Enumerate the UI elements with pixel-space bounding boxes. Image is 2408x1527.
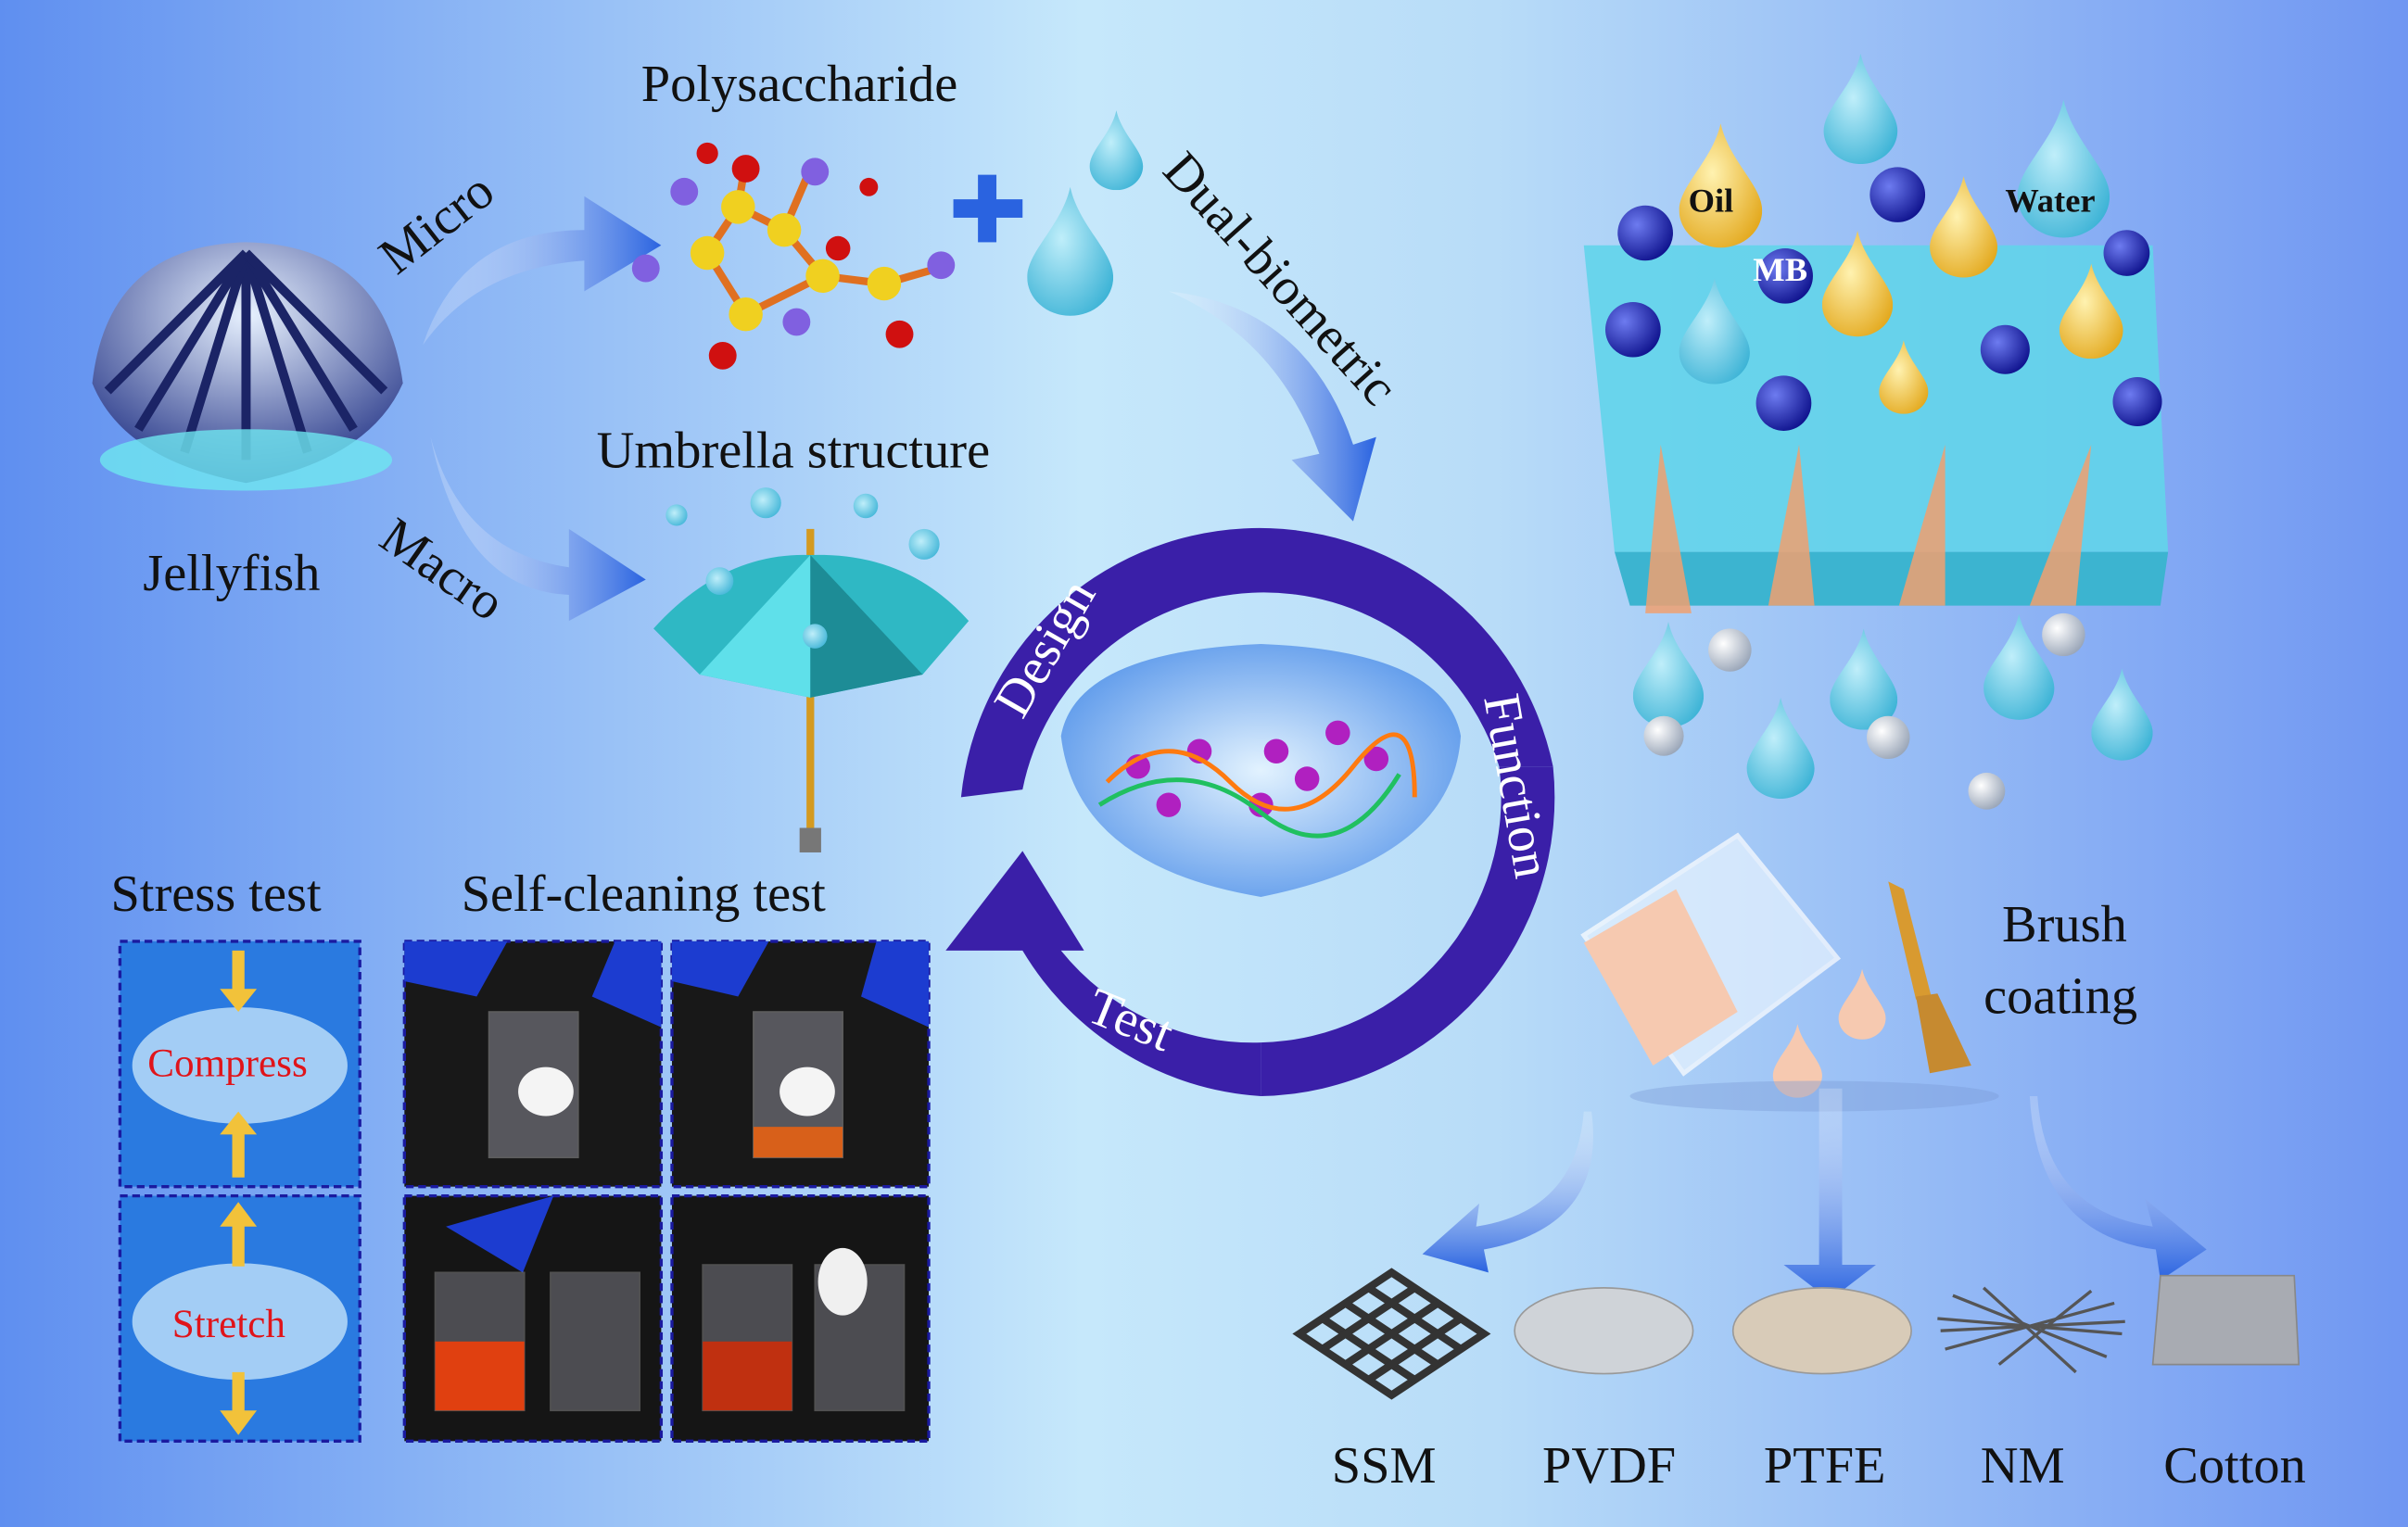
ssm-mesh-icon — [1292, 1268, 1491, 1400]
stress-test-title: Stress test — [110, 865, 322, 923]
substrate-label-ssm: SSM — [1332, 1437, 1437, 1495]
macro-arrow — [430, 436, 646, 622]
jellyfish-image — [92, 242, 403, 491]
cycle-arrow-design-function — [960, 527, 1553, 798]
self-cleaning-test-photos — [402, 940, 931, 1443]
umbrella-icon — [653, 487, 970, 852]
dual-biometric-arrow — [1168, 291, 1376, 522]
substrate-label-pvdf: PVDF — [1542, 1437, 1676, 1495]
umbrella-structure-label: Umbrella structure — [597, 423, 990, 480]
self-cleaning-test-title: Self-cleaning test — [462, 865, 826, 923]
arrow-to-ptfe — [1783, 1088, 1876, 1301]
stretch-label: Stretch — [172, 1303, 285, 1346]
hydrogel-network-image — [1060, 643, 1462, 897]
substrate-label-nm: NM — [1981, 1437, 2065, 1495]
plus-icon — [953, 174, 1023, 243]
polysaccharide-molecule-icon — [631, 142, 956, 370]
substrate-images — [1292, 1268, 2300, 1400]
arrow-to-cotton — [2029, 1096, 2207, 1281]
compress-label: Compress — [147, 1042, 307, 1086]
brush-coating-label-line1: Brush — [2002, 896, 2127, 953]
beaker-and-brush-icon — [1580, 832, 1999, 1112]
ptfe-membrane-icon — [1731, 1287, 1912, 1375]
separation-membrane-illustration — [1583, 53, 2169, 810]
substrate-label-ptfe: PTFE — [1764, 1437, 1886, 1495]
cotton-fabric-icon — [2151, 1274, 2300, 1366]
jellyfish-label: Jellyfish — [143, 545, 320, 602]
stress-test-photos — [118, 940, 361, 1443]
pvdf-membrane-icon — [1514, 1287, 1694, 1375]
mb-label: MB — [1753, 251, 1807, 288]
nm-nanofiber-icon — [1937, 1286, 2125, 1374]
micro-arrow — [423, 196, 662, 346]
oil-label: Oil — [1689, 182, 1734, 219]
brush-coating-label-line2: coating — [1983, 968, 2137, 1026]
water-label: Water — [2005, 182, 2095, 219]
polysaccharide-label: Polysaccharide — [641, 56, 957, 113]
cycle-arrow-test — [945, 851, 1261, 1097]
substrate-label-cotton: Cotton — [2163, 1437, 2306, 1495]
arrow-to-ssm — [1422, 1111, 1593, 1273]
